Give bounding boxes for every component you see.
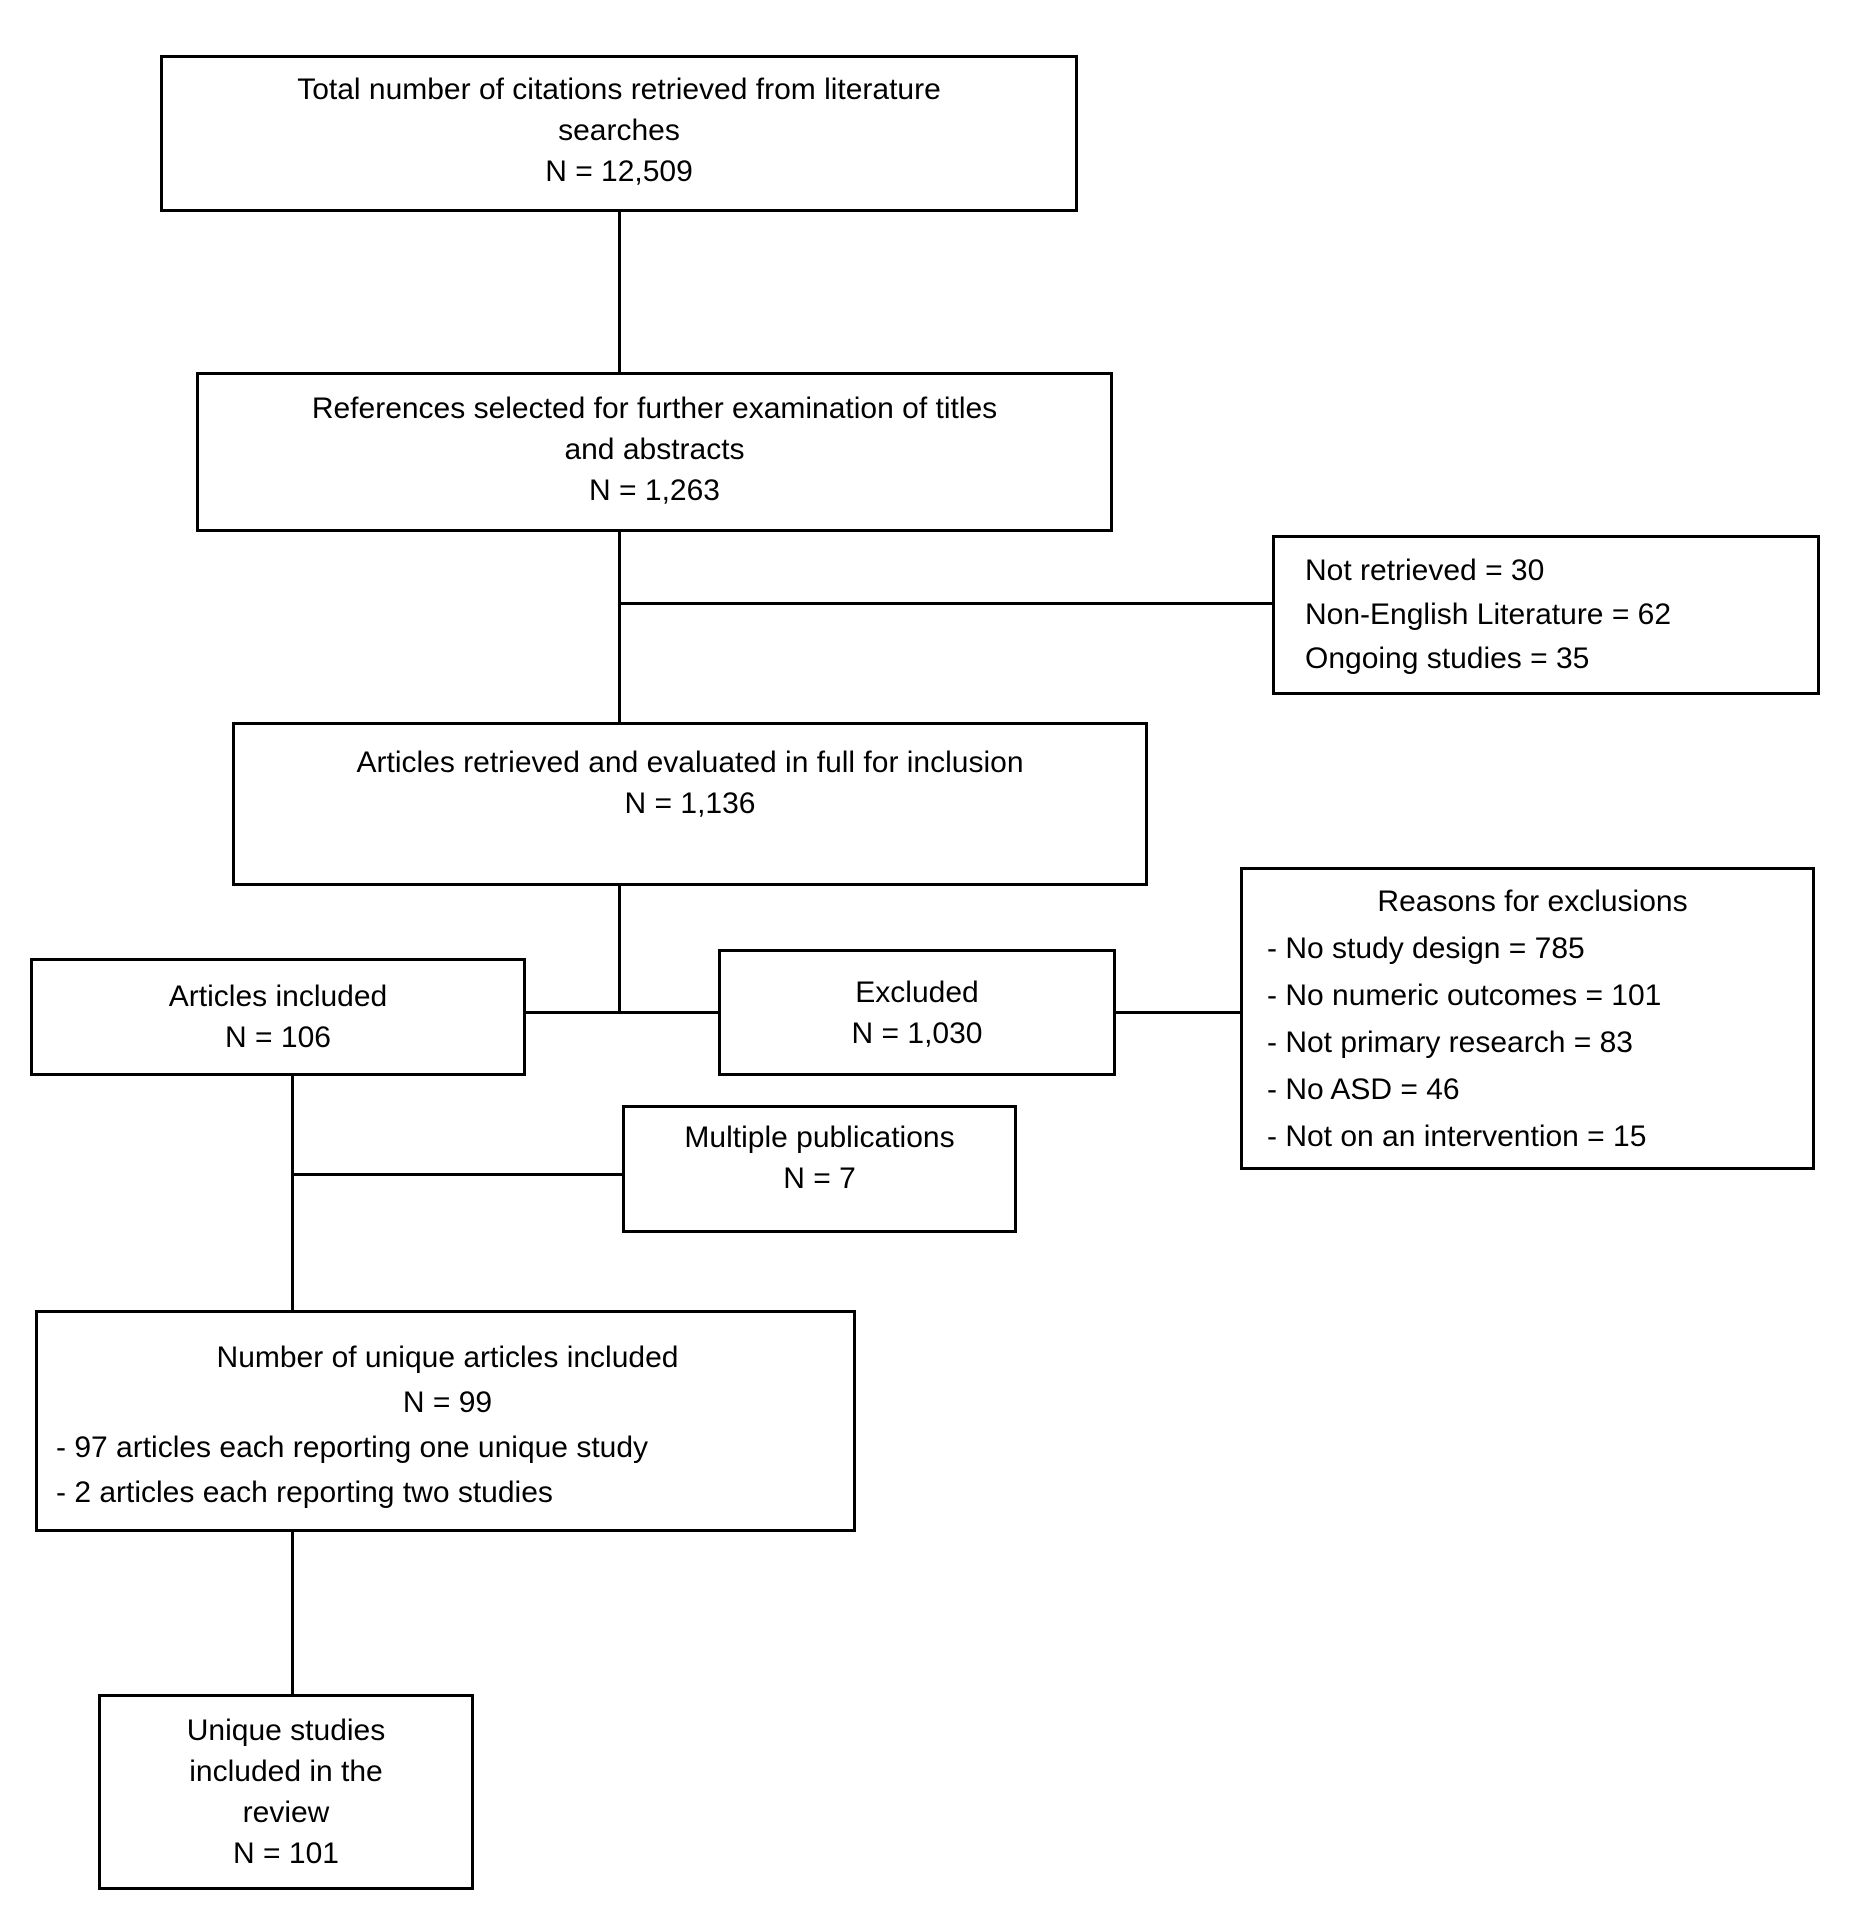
node-count: N = 1,136 bbox=[624, 787, 756, 820]
connector-excluded-to-reasons bbox=[1116, 1011, 1240, 1014]
connector-included-to-unique-articles bbox=[291, 1076, 294, 1310]
connector-evaluated-to-junction bbox=[618, 886, 621, 1014]
node-title: Unique studies included in the review bbox=[186, 1714, 386, 1829]
connector-branch-to-multiple-publications bbox=[292, 1173, 622, 1176]
connector-unique-articles-to-unique-studies bbox=[291, 1532, 294, 1694]
node-articles-excluded: Excluded N = 1,030 bbox=[718, 949, 1116, 1076]
node-title: Excluded bbox=[855, 975, 979, 1009]
node-title: Articles retrieved and evaluated in full… bbox=[356, 746, 1024, 779]
node-count: N = 7 bbox=[783, 1162, 856, 1195]
node-unique-articles-included: Number of unique articles included N = 9… bbox=[35, 1310, 856, 1532]
node-articles-evaluated: Articles retrieved and evaluated in full… bbox=[232, 722, 1148, 886]
node-title: Number of unique articles included bbox=[216, 1341, 679, 1374]
node-title: References selected for further examinat… bbox=[311, 391, 998, 466]
node-references-selected: References selected for further examinat… bbox=[196, 372, 1113, 532]
node-exclusion-reasons: Reasons for exclusions - No study design… bbox=[1240, 867, 1815, 1170]
node-reason-list: - No study design = 785 - No numeric out… bbox=[1267, 931, 1662, 1153]
connector-included-to-excluded bbox=[526, 1011, 718, 1014]
node-count: N = 101 bbox=[233, 1837, 339, 1870]
node-count: N = 1,030 bbox=[851, 1016, 983, 1050]
node-count: N = 106 bbox=[225, 1021, 331, 1054]
node-count: N = 99 bbox=[402, 1386, 493, 1419]
node-article-breakdown: - 97 articles each reporting one unique … bbox=[56, 1431, 649, 1509]
node-title: Reasons for exclusions bbox=[1377, 884, 1688, 918]
node-title: Total number of citations retrieved from… bbox=[297, 73, 941, 147]
node-unique-studies-review: Unique studies included in the review N … bbox=[98, 1694, 474, 1890]
node-multiple-publications: Multiple publications N = 7 bbox=[622, 1105, 1017, 1233]
node-articles-included: Articles included N = 106 bbox=[30, 958, 526, 1076]
connector-branch-to-not-retrieved bbox=[620, 602, 1272, 605]
connector-total-to-selected bbox=[618, 212, 621, 372]
node-title: Articles included bbox=[168, 980, 388, 1013]
node-not-retrieved-exclusions: Not retrieved = 30 Non-English Literatur… bbox=[1272, 535, 1820, 695]
node-title: Multiple publications bbox=[684, 1121, 955, 1154]
node-count: N = 1,263 bbox=[589, 473, 720, 507]
connector-selected-to-evaluated bbox=[618, 532, 621, 722]
node-exclusion-lines: Not retrieved = 30 Non-English Literatur… bbox=[1305, 554, 1672, 675]
node-total-citations: Total number of citations retrieved from… bbox=[160, 55, 1078, 212]
node-count: N = 12,509 bbox=[545, 155, 693, 188]
